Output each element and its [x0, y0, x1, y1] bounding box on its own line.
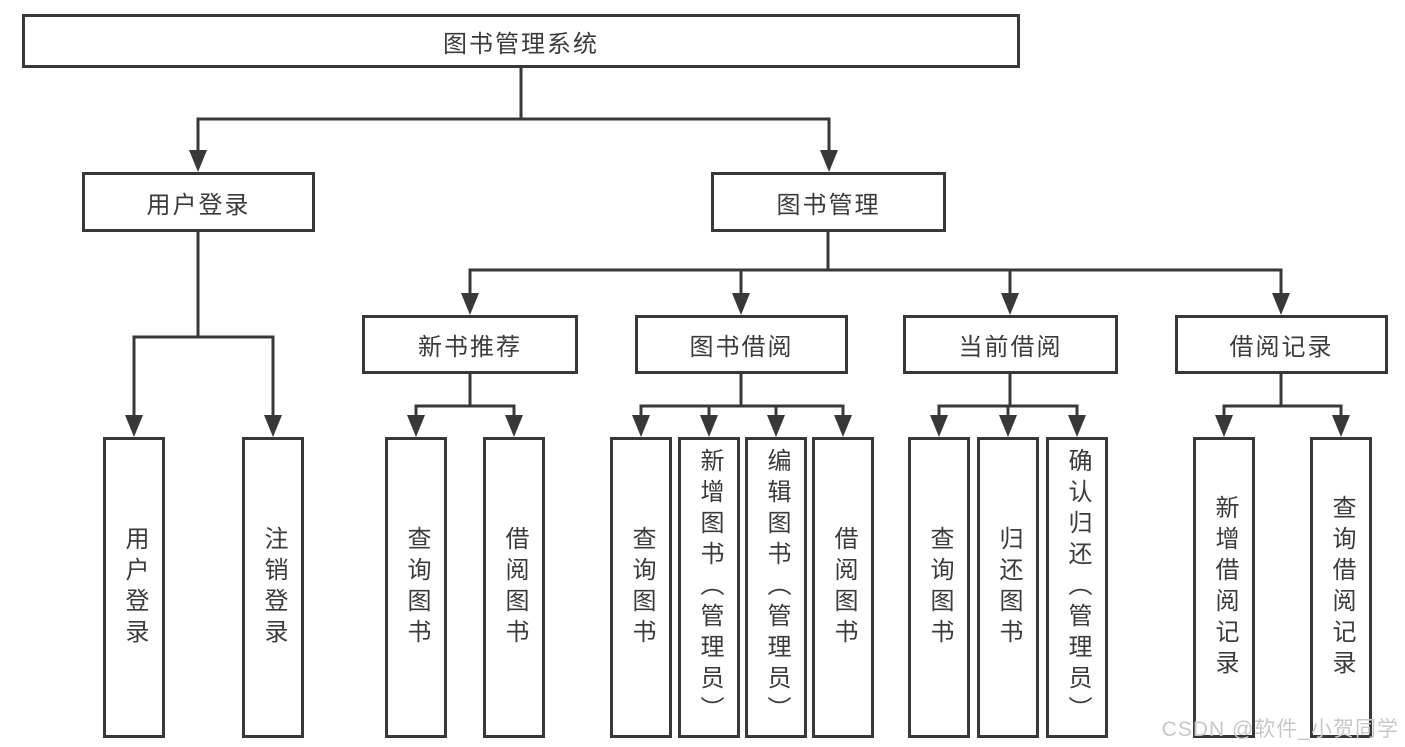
node-leaf-bb-borrow-book: 借阅图书: [812, 437, 874, 738]
node-current-borrow-label: 当前借阅: [958, 334, 1063, 361]
connector-book-mgmt-to-level3: [461, 232, 1290, 315]
connector-user-login-to-leaves: [125, 232, 282, 437]
node-root: 图书管理系统: [22, 14, 1020, 68]
node-leaf-logout: 注销登录: [242, 437, 304, 738]
node-leaf-cb-return-book: 归还图书: [977, 437, 1039, 738]
node-leaf-cb-return-book-label: 归还图书: [995, 525, 1022, 650]
node-book-mgmt-label: 图书管理: [776, 191, 881, 219]
connector-root-to-level2: [189, 68, 838, 172]
node-current-borrow: 当前借阅: [903, 315, 1118, 374]
node-leaf-bb-query-book: 查询图书: [610, 437, 672, 738]
node-leaf-br-query-record: 查询借阅记录: [1310, 437, 1372, 738]
connector-borrow-records-to-leaves: [1215, 374, 1350, 437]
node-leaf-bb-query-book-label: 查询图书: [628, 525, 655, 650]
node-leaf-bb-edit-book: 编辑图书（管理员）: [745, 437, 807, 738]
node-book-mgmt: 图书管理: [711, 172, 946, 232]
node-leaf-br-add-record-label: 新增借阅记录: [1211, 494, 1238, 681]
node-new-book-rec: 新书推荐: [362, 315, 578, 374]
node-leaf-logout-label: 注销登录: [260, 525, 287, 650]
node-leaf-login: 用户登录: [103, 437, 165, 738]
connector-new-book-rec-to-leaves: [407, 374, 523, 437]
node-user-login-label: 用户登录: [146, 191, 251, 219]
node-leaf-br-add-record: 新增借阅记录: [1193, 437, 1255, 738]
node-user-login: 用户登录: [82, 172, 315, 232]
node-leaf-bb-add-book: 新增图书（管理员）: [678, 437, 740, 738]
node-leaf-br-query-record-label: 查询借阅记录: [1328, 494, 1355, 681]
node-leaf-rec-borrow-book: 借阅图书: [483, 437, 545, 738]
node-leaf-cb-query-book-label: 查询图书: [926, 525, 953, 650]
node-leaf-login-label: 用户登录: [121, 525, 148, 650]
node-leaf-rec-query-book-label: 查询图书: [403, 525, 430, 650]
node-leaf-bb-edit-book-label: 编辑图书（管理员）: [763, 448, 790, 727]
node-leaf-rec-borrow-book-label: 借阅图书: [501, 525, 528, 650]
node-new-book-rec-label: 新书推荐: [418, 334, 522, 361]
node-book-borrow-label: 图书借阅: [689, 334, 794, 361]
node-book-borrow: 图书借阅: [635, 315, 848, 374]
node-borrow-records: 借阅记录: [1175, 315, 1388, 374]
node-leaf-bb-borrow-book-label: 借阅图书: [830, 525, 857, 650]
connector-current-borrow-to-leaves: [930, 374, 1086, 437]
node-leaf-cb-query-book: 查询图书: [908, 437, 970, 738]
node-leaf-bb-add-book-label: 新增图书（管理员）: [696, 448, 723, 727]
node-root-label: 图书管理系统: [443, 30, 599, 58]
node-leaf-cb-confirm-return: 确认归还（管理员）: [1046, 437, 1108, 738]
node-borrow-records-label: 借阅记录: [1229, 334, 1334, 361]
connector-book-borrow-to-leaves: [632, 374, 852, 437]
node-leaf-rec-query-book: 查询图书: [385, 437, 447, 738]
csdn-watermark: CSDN @软件_小贺同学: [1161, 718, 1399, 741]
node-leaf-cb-confirm-return-label: 确认归还（管理员）: [1064, 448, 1091, 727]
